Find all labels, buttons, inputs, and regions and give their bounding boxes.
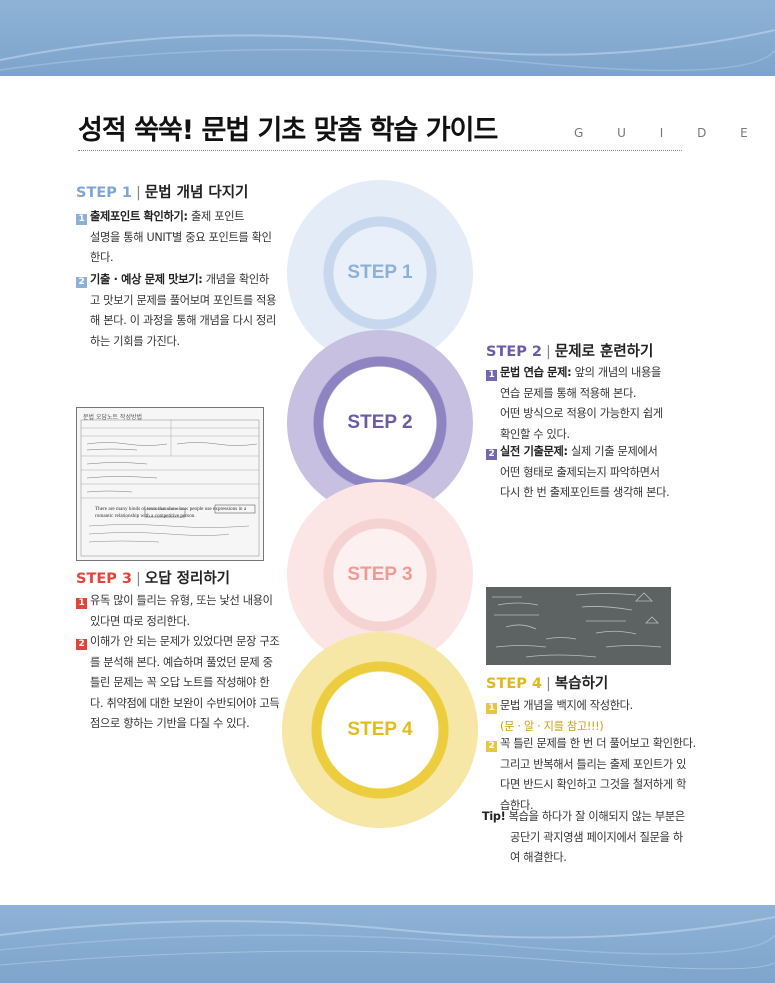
step4-item-1-line-0: 문법 개념을 백지에 작성한다.	[500, 699, 633, 712]
step1-item-2-line-1: 고 맛보기 문제를 풀어보며 포인트를 적용	[90, 293, 277, 307]
step1-separator: |	[136, 185, 141, 201]
step1-item-2-line-0: 개념을 확인하	[202, 273, 270, 286]
step3-item-2-line-3: 다. 취약점에 대한 보완이 수반되어야 고득	[90, 696, 280, 710]
chalkboard-image	[486, 587, 671, 665]
bottom-banner	[0, 905, 775, 983]
step4-tip-line-1: 공단기 곽지영샘 페이지에서 질문을 하	[510, 830, 683, 844]
chalkboard-drawing	[486, 587, 671, 665]
step2-tag: STEP 2	[486, 344, 543, 360]
step4-tip: Tip! 복습을 하다가 잘 이해되지 않는 부분은 공단기 곽지영샘 페이지에…	[482, 807, 685, 869]
step3-circle-label: STEP 3	[347, 564, 413, 585]
step3-tag: STEP 3	[76, 571, 133, 587]
step2-item-1-lead: 문법 연습 문제:	[500, 366, 572, 379]
step3-item-2-line-2: 틀린 문제는 꼭 오답 노트를 작성해야 한	[90, 676, 270, 689]
step2-item-2-lead: 실전 기출문제:	[500, 445, 568, 458]
top-wave-decoration	[0, 29, 775, 72]
step3-item-2-line-0: 이해가 안 되는 문제가 있었다면 문장 구조	[90, 635, 280, 648]
step2-item-1-line-0: 앞의 개념의 내용을	[571, 366, 662, 379]
step4-item-1-line-1: (문 · 알 · 지를 참고!!!)	[500, 719, 604, 733]
note-image-drawing	[80, 419, 260, 557]
step1-item-2-line-3: 하는 기회를 가진다.	[90, 334, 180, 348]
title-divider	[78, 150, 682, 151]
step1-title: 문법 개념 다지기	[144, 185, 249, 201]
wrong-answer-note-image: 문법 오답노트 작성방법 There are many kinds of tex…	[76, 407, 264, 561]
step2-item-1-number: 1	[486, 370, 497, 381]
step4-item-2-line-1: 그리고 반복해서 틀리는 출제 포인트가 있	[500, 757, 687, 771]
step1-item-2-number: 2	[76, 277, 87, 288]
step2-separator: |	[546, 344, 551, 360]
step4-tag: STEP 4	[486, 676, 543, 692]
step4-separator: |	[546, 676, 551, 692]
step4-tip-line-0: 복습을 하다가 잘 이해되지 않는 부분은	[505, 810, 685, 823]
step4-item-2-number: 2	[486, 741, 497, 752]
step2-circle-label: STEP 2	[347, 412, 413, 433]
step2-heading: STEP 2|문제로 훈련하기	[486, 340, 653, 361]
step1-item-2-line-2: 해 본다. 이 과정을 통해 개념을 다시 정리	[90, 314, 276, 327]
step2-title: 문제로 훈련하기	[554, 344, 654, 360]
step2-item-1-line-3: 확인할 수 있다.	[500, 427, 570, 441]
page-title: 성적 쑥쑥! 문법 기초 맞춤 학습 가이드	[78, 115, 498, 146]
step1-heading: STEP 1|문법 개념 다지기	[76, 181, 248, 202]
guide-label: G U I D E	[574, 126, 763, 140]
step4-circle-label: STEP 4	[347, 719, 413, 740]
step3-item-2-line-1: 를 분석해 본다. 예습하며 풀었던 문제 중	[90, 655, 273, 669]
step4-tip-lead: Tip!	[482, 810, 506, 823]
step1-item-1-number: 1	[76, 214, 87, 225]
step3-item-1-line-1: 있다면 따로 정리한다.	[90, 614, 190, 628]
step4-title: 복습하기	[554, 676, 609, 692]
step3-title: 오답 정리하기	[144, 571, 230, 587]
step4-item-2-line-0: 꼭 틀린 문제를 한 번 더 풀어보고 확인한다.	[500, 737, 696, 750]
step4-heading: STEP 4|복습하기	[486, 672, 608, 693]
step1-item-1-line-1: 설명을 통해 UNIT별 중요 포인트를 확인	[90, 230, 272, 244]
step1-tag: STEP 1	[76, 185, 133, 201]
step3-item-2-number: 2	[76, 639, 87, 650]
note-image-heading: 문법 오답노트 작성방법	[83, 414, 143, 421]
step3-separator: |	[136, 571, 141, 587]
step1-item-2-lead: 기출 · 예상 문제 맛보기:	[90, 273, 203, 286]
step2-item-2-line-1: 어떤 형태로 출제되는지 파악하면서	[500, 465, 660, 479]
step2-item-1-line-1: 연습 문제를 통해 적용해 본다.	[500, 386, 637, 400]
step4-circle: STEP 4	[282, 632, 478, 828]
step2-item-1-line-2: 어떤 방식으로 적용이 가능한지 쉽게	[500, 407, 663, 420]
step2-item-2-line-2: 다시 한 번 출제포인트를 생각해 본다.	[500, 486, 670, 499]
step1-item-1-line-0: 출제 포인트	[187, 210, 245, 223]
step1-item-1-line-2: 한다.	[90, 251, 114, 264]
step4-item-2-line-3: 습한다.	[500, 798, 534, 812]
step4-item-2-line-2: 다면 반드시 확인하고 그것을 철저하게 학	[500, 778, 687, 791]
step3-item-2-line-4: 점으로 향하는 기반을 다질 수 있다.	[90, 717, 250, 730]
step4-tip-line-2: 여 해결한다.	[510, 851, 567, 864]
step3-item-1-number: 1	[76, 598, 87, 609]
bottom-wave-decoration	[0, 916, 775, 970]
step1-item-1-lead: 출제포인트 확인하기:	[90, 210, 188, 223]
step4-item-1-number: 1	[486, 703, 497, 714]
step3-item-1-line-0: 유독 많이 틀리는 유형, 또는 낯선 내용이	[90, 594, 273, 607]
note-image-sentence: There are many kinds of texts that show …	[95, 506, 247, 519]
step2-item-2-line-0: 실제 기출 문제에서	[567, 445, 658, 458]
step3-heading: STEP 3|오답 정리하기	[76, 567, 230, 588]
step1-circle-label: STEP 1	[347, 262, 413, 283]
top-banner	[0, 0, 775, 76]
step2-item-2-number: 2	[486, 449, 497, 460]
